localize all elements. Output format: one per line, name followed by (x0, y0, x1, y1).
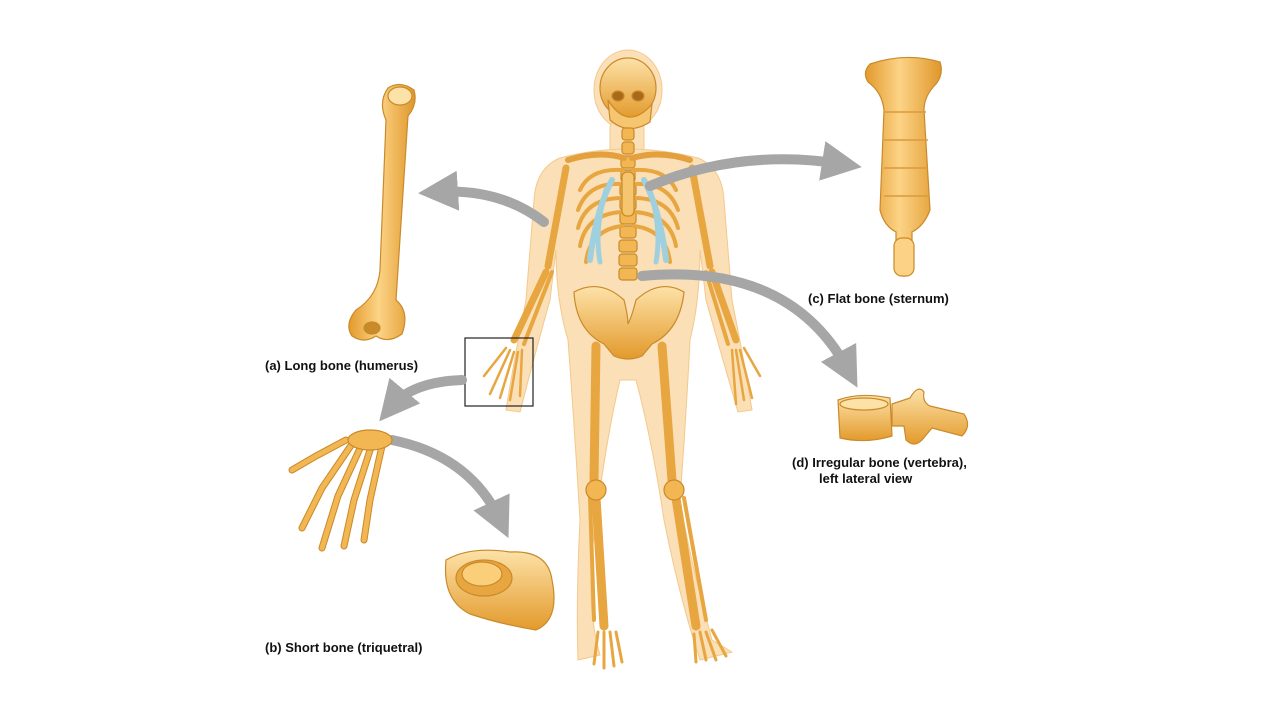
humerus-illustration (348, 83, 416, 341)
skull (599, 57, 657, 130)
label-irregular-bone-line1: (d) Irregular bone (vertebra), (792, 455, 967, 470)
arrow-to-vertebra (637, 269, 858, 388)
triquetral-illustration (444, 549, 555, 631)
hand-inset-box (464, 337, 534, 407)
skeleton-hands (482, 346, 762, 406)
hand-illustration (288, 429, 393, 552)
label-irregular-bone-line2: left lateral view (819, 471, 913, 486)
arms (510, 164, 740, 346)
knee-left (585, 479, 607, 501)
label-irregular-bone: (d) Irregular bone (vertebra), left late… (792, 455, 967, 487)
label-flat-bone-text: (c) Flat bone (sternum) (808, 291, 949, 306)
sternum-illustration (864, 56, 942, 277)
clavicles (565, 151, 693, 163)
legs (588, 341, 708, 631)
arrow-to-sternum (645, 141, 862, 191)
label-flat-bone: (c) Flat bone (sternum) (808, 291, 949, 307)
vertebra-illustration (837, 388, 969, 445)
label-long-bone-text: (a) Long bone (humerus) (265, 358, 419, 373)
arrow-to-hand (379, 375, 467, 422)
label-short-bone-text: (b) Short bone (triquetral) (265, 640, 423, 655)
label-short-bone: (b) Short bone (triquetral) (265, 640, 422, 656)
pelvis (573, 285, 685, 360)
arrow-to-humerus (418, 170, 549, 227)
skeleton-sternum (621, 171, 635, 217)
rib-cage (576, 167, 680, 265)
arrow-to-triquetral (387, 435, 510, 539)
skeleton-feet (592, 628, 728, 670)
skeleton (482, 57, 762, 670)
connector-arrows (379, 141, 862, 539)
knee-right (663, 479, 685, 501)
label-long-bone: (a) Long bone (humerus) (265, 358, 418, 374)
